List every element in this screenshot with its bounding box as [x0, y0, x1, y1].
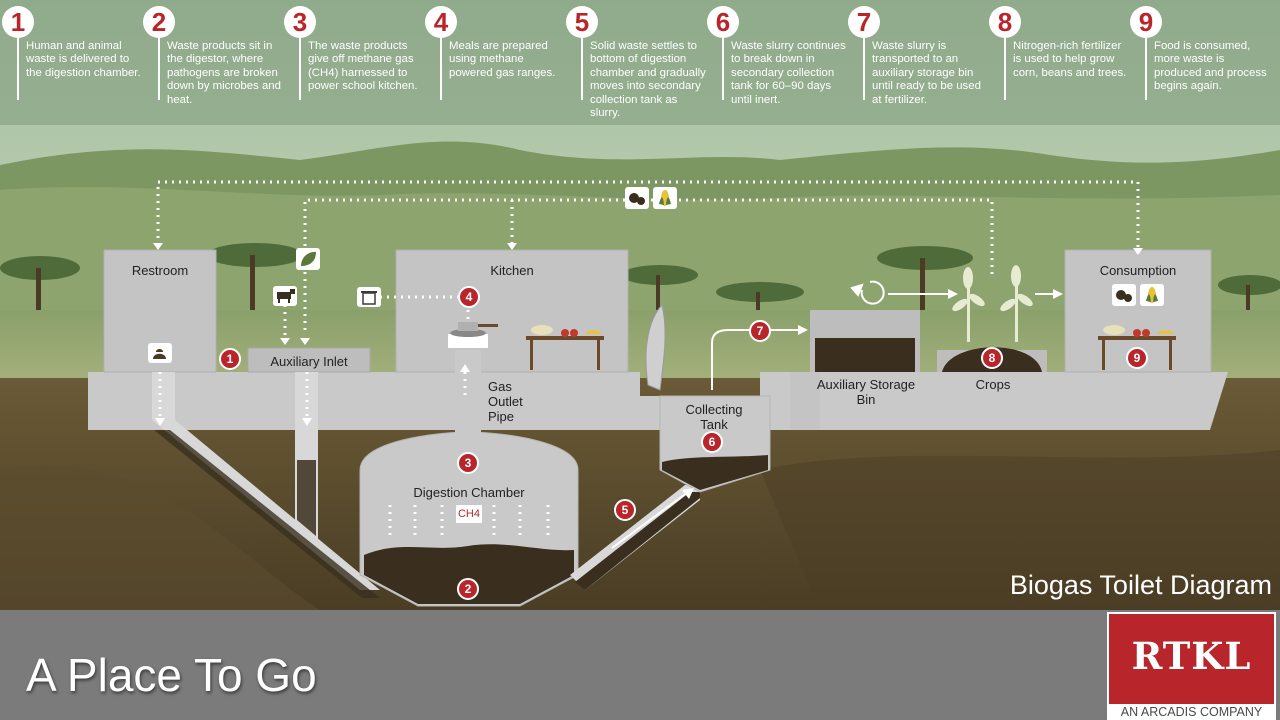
step-description: Solid waste settles to bottom of digesti…: [590, 40, 706, 120]
consumption-label: Consumption: [1099, 263, 1177, 278]
rtkl-logo: RTKL AN ARCADIS COMPANY: [1107, 612, 1276, 720]
svg-text:5: 5: [622, 503, 629, 517]
step-description: Human and animal waste is delivered to t…: [26, 40, 141, 79]
svg-text:6: 6: [709, 435, 716, 449]
svg-text:8: 8: [989, 351, 996, 365]
footer-bar: A Place To Go: [0, 610, 1280, 720]
trash-icon: [357, 287, 381, 307]
step-number: 5: [566, 6, 598, 38]
methane-label: CH4: [457, 508, 480, 520]
restroom-label: Restroom: [131, 263, 189, 278]
auxiliary-inlet-box: [247, 347, 371, 373]
cycle-icon: [850, 280, 885, 305]
step-description: The waste products give off methane gas …: [308, 40, 418, 93]
svg-text:1: 1: [227, 352, 234, 366]
steps-band: [0, 0, 1280, 125]
flow-arrowheads: [153, 243, 1143, 426]
diagram-title: Biogas Toilet Diagram: [1009, 570, 1272, 600]
leaf-icon: [296, 248, 320, 270]
ground-slab-right: [760, 372, 1228, 430]
step-number: 4: [425, 6, 457, 38]
solid-arrows: [611, 293, 1055, 549]
cow-icon: [273, 286, 297, 306]
step-number: 1: [2, 6, 34, 38]
step-number: 9: [1130, 6, 1162, 38]
crops-label: Crops: [975, 377, 1011, 392]
svg-text:2: 2: [465, 582, 472, 596]
methane-tag: [456, 505, 482, 523]
svg-text:3: 3: [465, 456, 472, 470]
kitchen-building: [395, 249, 629, 373]
restroom-pipe: [152, 372, 380, 590]
logo-tagline: AN ARCADIS COMPANY: [1120, 705, 1263, 719]
beans-icon: [625, 187, 1136, 306]
step-description: Waste products sit in the digestor, wher…: [167, 40, 281, 106]
step-number: 8: [989, 6, 1021, 38]
trees: [0, 243, 1280, 327]
plant-icon: [952, 265, 1033, 342]
step-description: Waste slurry continues to break down in …: [731, 40, 846, 106]
step-description: Food is consumed, more waste is produced…: [1154, 40, 1267, 93]
logo-box: RTKL: [1109, 614, 1274, 704]
biogas-diagram: 1 2 3 4 5 6 7 8 9: [0, 0, 1280, 610]
corn-icon: [653, 187, 1164, 306]
step-number: 2: [143, 6, 175, 38]
tank-lid: [645, 303, 666, 391]
slide-title: A Place To Go: [26, 649, 317, 701]
kitchen-table: [526, 325, 604, 370]
kitchen-label: Kitchen: [490, 263, 534, 278]
gas-outlet-pipe: [455, 350, 481, 434]
waste-icon: [148, 343, 172, 363]
hills-front: [0, 187, 1280, 320]
ground-slab-left: [88, 372, 665, 430]
step-description: Meals are prepared using methane powered…: [449, 40, 556, 79]
stove-icon: [448, 322, 498, 348]
gas-outlet-pipe-label: Gas Outlet Pipe: [488, 379, 523, 424]
step-description: Nitrogen-rich fertilizer is used to help…: [1013, 40, 1127, 79]
collecting-tank-label: Collecting Tank: [685, 402, 743, 432]
svg-text:7: 7: [757, 324, 764, 338]
svg-text:9: 9: [1134, 351, 1141, 365]
digestion-chamber-label: Digestion Chamber: [413, 485, 525, 500]
auxiliary-inlet-label: Auxiliary Inlet: [270, 354, 348, 369]
logo-name: RTKL: [1131, 634, 1252, 678]
step-number: 7: [848, 6, 880, 38]
auxiliary-storage-bin-label: Auxiliary Storage Bin: [816, 377, 916, 407]
chamber-sludge: [364, 544, 574, 604]
step-number: 3: [284, 6, 316, 38]
step-markers: 1 2 3 4 5 6 7 8 9: [219, 286, 1148, 600]
svg-text:4: 4: [466, 290, 473, 304]
consumption-table: [1098, 325, 1176, 370]
step-number: 6: [707, 6, 739, 38]
step-description: Waste slurry is transported to an auxili…: [872, 40, 981, 106]
